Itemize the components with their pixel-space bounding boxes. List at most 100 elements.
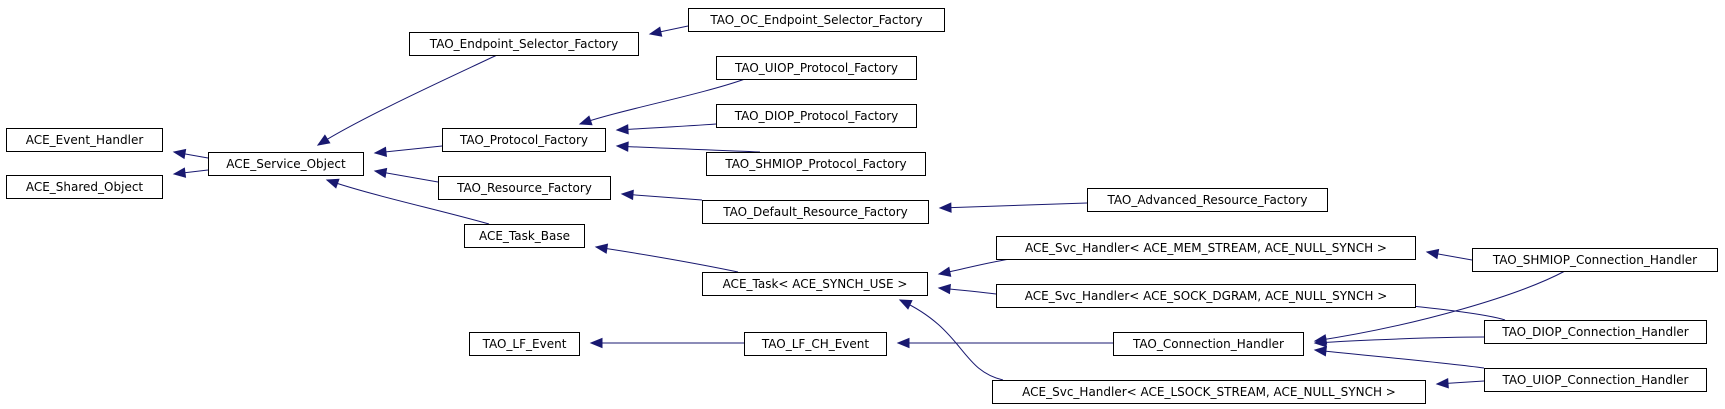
class-node-box [469, 332, 580, 356]
edge-ace-svc-handler-lsock-stream-to-ace-task-synch-use [898, 299, 1004, 381]
class-node-ace-service-object[interactable]: ACE_Service_Object [208, 152, 364, 176]
arrow-head [1425, 248, 1440, 260]
arrow-head [172, 167, 187, 178]
class-node-label: TAO_DIOP_Protocol_Factory [734, 109, 899, 123]
class-node-box [1472, 248, 1718, 272]
arrow-head [325, 178, 340, 189]
class-node-box [744, 332, 887, 356]
class-node-tao-resource-factory[interactable]: TAO_Resource_Factory [438, 176, 611, 200]
edge-ace-svc-handler-mem-stream-to-ace-task-synch-use [937, 258, 1011, 277]
class-node-ace-task-synch-use[interactable]: ACE_Task< ACE_SYNCH_USE > [702, 272, 928, 296]
class-node-tao-lf-event[interactable]: TAO_LF_Event [469, 332, 580, 356]
edge-line [621, 193, 703, 201]
class-node-ace-svc-handler-mem-stream[interactable]: ACE_Svc_Handler< ACE_MEM_STREAM, ACE_NUL… [996, 236, 1416, 260]
class-node-tao-shmiop-protocol-factory[interactable]: TAO_SHMIOP_Protocol_Factory [706, 152, 926, 176]
edge-line [939, 202, 1088, 209]
edge-tao-oc-endpoint-selector-factory-to-tao-endpoint-selector-factory [648, 25, 689, 37]
edge-tao-default-resource-factory-to-tao-resource-factory [620, 189, 703, 201]
class-node-ace-event-handler[interactable]: ACE_Event_Handler [6, 128, 163, 152]
arrow-head [373, 146, 387, 157]
class-node-tao-diop-connection-handler[interactable]: TAO_DIOP_Connection_Handler [1484, 320, 1707, 344]
class-node-tao-oc-endpoint-selector-factory[interactable]: TAO_OC_Endpoint_Selector_Factory [688, 8, 945, 32]
arrow-head [938, 202, 952, 213]
arrow-head [594, 243, 609, 254]
arrow-head [589, 337, 603, 349]
class-node-ace-svc-handler-sock-dgram[interactable]: ACE_Svc_Handler< ACE_SOCK_DGRAM, ACE_NUL… [996, 284, 1416, 308]
class-node-box [409, 32, 639, 56]
arrow-head [615, 141, 629, 152]
class-node-tao-endpoint-selector-factory[interactable]: TAO_Endpoint_Selector_Factory [409, 32, 639, 56]
class-node-tao-shmiop-connection-handler[interactable]: TAO_SHMIOP_Connection_Handler [1472, 248, 1718, 272]
edge-tao-resource-factory-to-ace-service-object [373, 167, 439, 183]
edge-tao-shmiop-connection-handler-to-ace-svc-handler-mem-stream [1425, 248, 1473, 261]
class-node-label: TAO_Resource_Factory [456, 181, 592, 195]
class-node-label: TAO_Default_Resource_Factory [722, 205, 908, 219]
edge-ace-service-object-to-ace-event-handler [172, 148, 209, 160]
edge-line [899, 299, 1004, 381]
class-node-label: ACE_Shared_Object [26, 180, 144, 194]
edge-line [326, 179, 490, 225]
edge-tao-uiop-connection-handler-to-ace-svc-handler-lsock-stream [1435, 378, 1485, 389]
arrow-head [172, 148, 187, 160]
arrow-head [1313, 337, 1327, 348]
class-node-box [1484, 368, 1707, 392]
class-node-box [716, 104, 917, 128]
class-node-box [992, 380, 1426, 404]
class-node-tao-default-resource-factory[interactable]: TAO_Default_Resource_Factory [702, 200, 929, 224]
class-node-label: ACE_Svc_Handler< ACE_LSOCK_STREAM, ACE_N… [1022, 385, 1396, 399]
class-node-box [716, 56, 917, 80]
class-node-label: ACE_Svc_Handler< ACE_MEM_STREAM, ACE_NUL… [1025, 241, 1387, 255]
edge-tao-uiop-connection-handler-to-tao-connection-handler [1313, 346, 1485, 369]
class-node-label: ACE_Service_Object [226, 157, 346, 171]
class-node-tao-diop-protocol-factory[interactable]: TAO_DIOP_Protocol_Factory [716, 104, 917, 128]
class-node-tao-advanced-resource-factory[interactable]: TAO_Advanced_Resource_Factory [1087, 188, 1328, 212]
class-node-label: TAO_Protocol_Factory [459, 133, 588, 147]
class-node-box [6, 128, 163, 152]
class-node-tao-connection-handler[interactable]: TAO_Connection_Handler [1113, 332, 1304, 356]
edge-tao-endpoint-selector-factory-to-ace-service-object [316, 54, 498, 146]
class-node-label: TAO_Connection_Handler [1132, 337, 1284, 351]
class-node-label: ACE_Svc_Handler< ACE_SOCK_DGRAM, ACE_NUL… [1025, 289, 1388, 303]
class-node-box [1484, 320, 1707, 344]
class-node-label: TAO_SHMIOP_Protocol_Factory [724, 157, 906, 171]
edge-line [317, 54, 498, 146]
class-node-box [996, 284, 1416, 308]
edge-tao-uiop-protocol-factory-to-tao-protocol-factory [578, 78, 746, 126]
arrow-head [937, 283, 951, 295]
edge-ace-task-synch-use-to-ace-task-base [594, 243, 739, 273]
class-node-ace-task-base[interactable]: ACE_Task_Base [464, 224, 585, 248]
class-node-tao-lf-ch-event[interactable]: TAO_LF_CH_Event [744, 332, 887, 356]
class-node-ace-shared-object[interactable]: ACE_Shared_Object [6, 175, 163, 199]
arrow-head [648, 26, 663, 37]
class-node-ace-svc-handler-lsock-stream[interactable]: ACE_Svc_Handler< ACE_LSOCK_STREAM, ACE_N… [992, 380, 1426, 404]
class-node-box [442, 128, 606, 152]
edge-tao-diop-protocol-factory-to-tao-protocol-factory [615, 123, 717, 135]
class-node-label: ACE_Task< ACE_SYNCH_USE > [723, 277, 908, 291]
arrow-head [1313, 346, 1327, 357]
arrow-head [316, 134, 331, 146]
edge-line [595, 246, 739, 273]
class-node-tao-uiop-protocol-factory[interactable]: TAO_UIOP_Protocol_Factory [716, 56, 917, 80]
class-node-box [996, 236, 1416, 260]
edge-tao-lf-ch-event-to-tao-lf-event [589, 337, 744, 349]
edge-tao-protocol-factory-to-ace-service-object [373, 145, 443, 157]
arrow-head [898, 299, 913, 310]
edge-line [1314, 336, 1485, 344]
class-node-label: TAO_LF_Event [482, 337, 567, 351]
class-node-label: TAO_SHMIOP_Connection_Handler [1492, 253, 1697, 267]
edge-tao-shmiop-protocol-factory-to-tao-protocol-factory [615, 141, 761, 153]
edge-line [1314, 270, 1566, 342]
arrow-head [615, 124, 629, 135]
class-node-label: ACE_Task_Base [479, 229, 570, 243]
edge-tao-advanced-resource-factory-to-tao-default-resource-factory [938, 202, 1088, 213]
class-node-tao-uiop-connection-handler[interactable]: TAO_UIOP_Connection_Handler [1484, 368, 1707, 392]
class-node-box [438, 176, 611, 200]
edge-tao-connection-handler-to-tao-lf-ch-event [896, 337, 1113, 349]
class-node-box [702, 272, 928, 296]
class-node-tao-protocol-factory[interactable]: TAO_Protocol_Factory [442, 128, 606, 152]
edge-tao-diop-connection-handler-to-tao-connection-handler [1313, 336, 1485, 348]
class-node-box [706, 152, 926, 176]
arrow-head [1435, 378, 1449, 389]
